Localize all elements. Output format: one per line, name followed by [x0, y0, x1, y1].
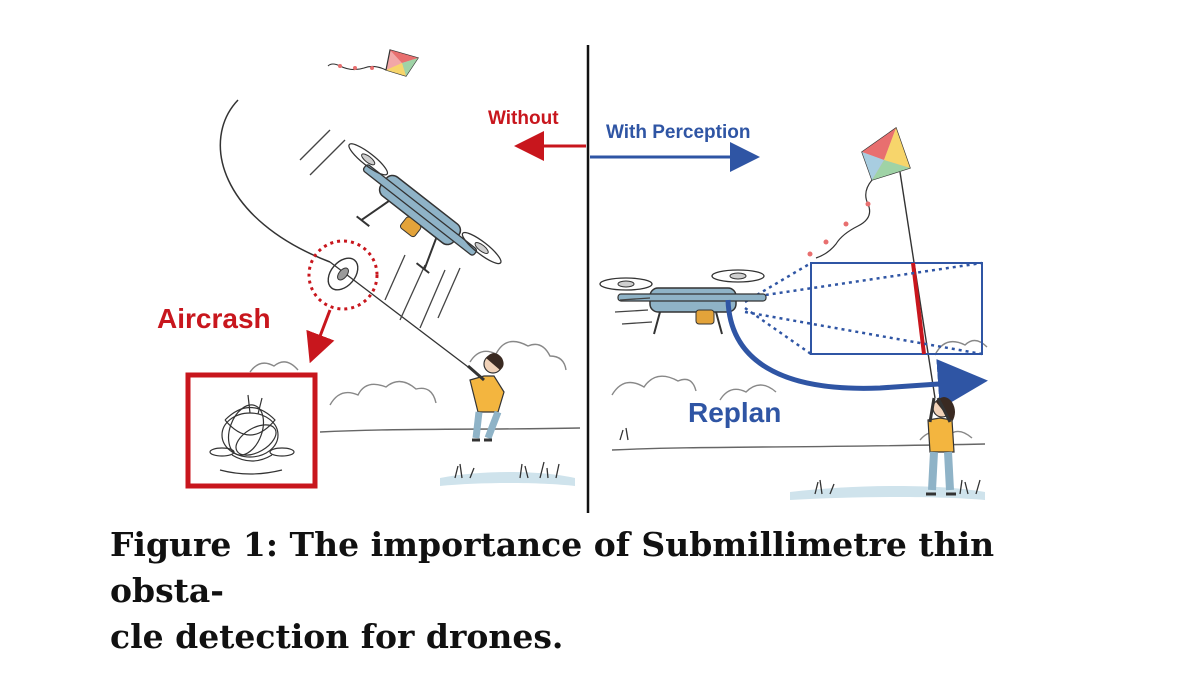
- kite-icon: [327, 49, 419, 77]
- drone-icon: [348, 143, 502, 274]
- replan-label: Replan: [688, 397, 781, 428]
- crash-arrow: [306, 309, 335, 364]
- cloud-icon: [249, 340, 567, 406]
- left-panel: Without Aircrash: [157, 49, 586, 489]
- person-icon: [926, 397, 956, 496]
- figure-illustration: Without Aircrash With Perception: [157, 45, 988, 513]
- right-panel: With Perception: [590, 122, 988, 500]
- ground-line: [611, 443, 986, 451]
- without-label: Without: [488, 108, 559, 129]
- ground-shadow: [440, 472, 575, 486]
- caption-line-1: Figure 1: The importance of Submillimetr…: [110, 525, 995, 610]
- kite-string: [329, 261, 481, 377]
- ground-shadow: [790, 486, 985, 500]
- aircrash-label: Aircrash: [157, 303, 271, 334]
- collision-highlight: [307, 239, 379, 311]
- motion-lines: [299, 129, 461, 329]
- crashed-drone-icon: [209, 394, 295, 475]
- with-perception-label: With Perception: [606, 122, 750, 143]
- grass-icon: [454, 461, 560, 479]
- person-icon: [467, 353, 505, 442]
- entangled-rotor-icon: [327, 257, 359, 291]
- motion-lines: [614, 297, 653, 325]
- caption-line-2: cle detection for drones.: [110, 617, 564, 656]
- kite-string: [219, 99, 331, 263]
- cloud-icon: [611, 339, 988, 441]
- grass-icon: [619, 427, 981, 495]
- crash-box: [185, 372, 318, 489]
- detected-string: [911, 262, 926, 355]
- detection-box: [810, 262, 983, 355]
- drone-icon: [599, 269, 767, 335]
- replan-arrow: [725, 299, 988, 409]
- perception-rays: [744, 261, 983, 356]
- ground-line: [319, 427, 581, 433]
- figure-caption: Figure 1: The importance of Submillimetr…: [110, 522, 1090, 660]
- kite-icon: [807, 126, 911, 259]
